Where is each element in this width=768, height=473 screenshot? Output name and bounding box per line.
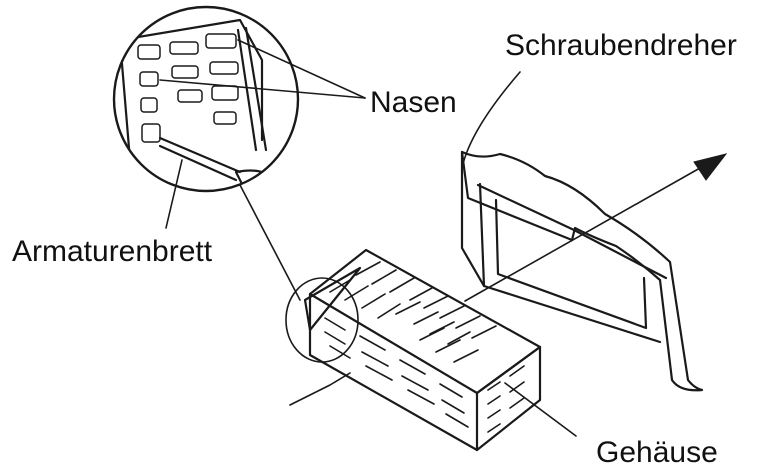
leader-lines: [159, 39, 577, 437]
direction-arrow: [464, 153, 728, 302]
mounting-sleeve: [285, 248, 542, 452]
label-tabs: Nasen: [370, 86, 457, 119]
label-housing: Gehäuse: [596, 436, 718, 469]
detail-magnifier-circle: [112, 5, 300, 193]
trim-frame: [460, 150, 704, 392]
housing-wall-slots: [137, 33, 239, 143]
label-screwdriver: Schraubendreher: [505, 29, 737, 62]
label-dashboard: Armaturenbrett: [12, 235, 213, 268]
